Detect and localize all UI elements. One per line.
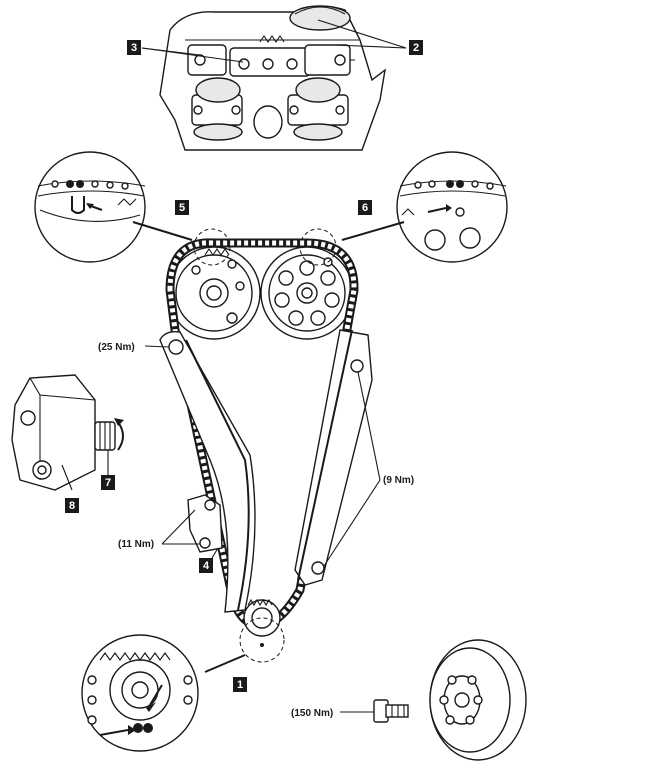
- torque-label-guide-right: (9 Nm): [383, 475, 414, 486]
- crankshaft-pulley: [429, 639, 527, 761]
- callout-2: 2: [409, 40, 423, 55]
- svg-text:1: 1: [237, 679, 243, 691]
- crankshaft-sprocket: [243, 598, 281, 647]
- guide-rail-right: [294, 329, 373, 586]
- callout-4: 4: [199, 558, 213, 573]
- callout-5: 5: [175, 200, 189, 215]
- rail-bracket: [187, 494, 223, 553]
- callout-8: 8: [65, 498, 79, 513]
- svg-text:7: 7: [105, 477, 111, 489]
- svg-text:3: 3: [131, 42, 137, 54]
- exhaust-cam-sprocket: [167, 246, 261, 340]
- svg-text:5: 5: [179, 202, 185, 214]
- torque-label-tensioner-rail: (11 Nm): [118, 539, 154, 550]
- detail-view-6: [396, 151, 508, 263]
- detail-view-5: [34, 151, 146, 263]
- svg-text:6: 6: [362, 202, 368, 214]
- svg-text:2: 2: [413, 42, 419, 54]
- detail-view-crankshaft: [81, 634, 199, 752]
- svg-text:4: 4: [203, 560, 210, 572]
- svg-text:8: 8: [69, 500, 75, 512]
- cylinder-head-illustration: [159, 5, 386, 151]
- intake-cam-sprocket: [260, 246, 354, 340]
- torque-label-guide-upper: (25 Nm): [98, 342, 135, 353]
- tensioner-rail: [159, 330, 256, 613]
- callout-6: 6: [358, 200, 372, 215]
- chain-tensioner: [11, 374, 124, 491]
- callout-3: 3: [127, 40, 141, 55]
- torque-label-crank-bolt: (150 Nm): [291, 708, 333, 719]
- callout-1: 1: [233, 677, 247, 692]
- callout-7: 7: [101, 475, 115, 490]
- crankshaft-bolt: [373, 699, 409, 723]
